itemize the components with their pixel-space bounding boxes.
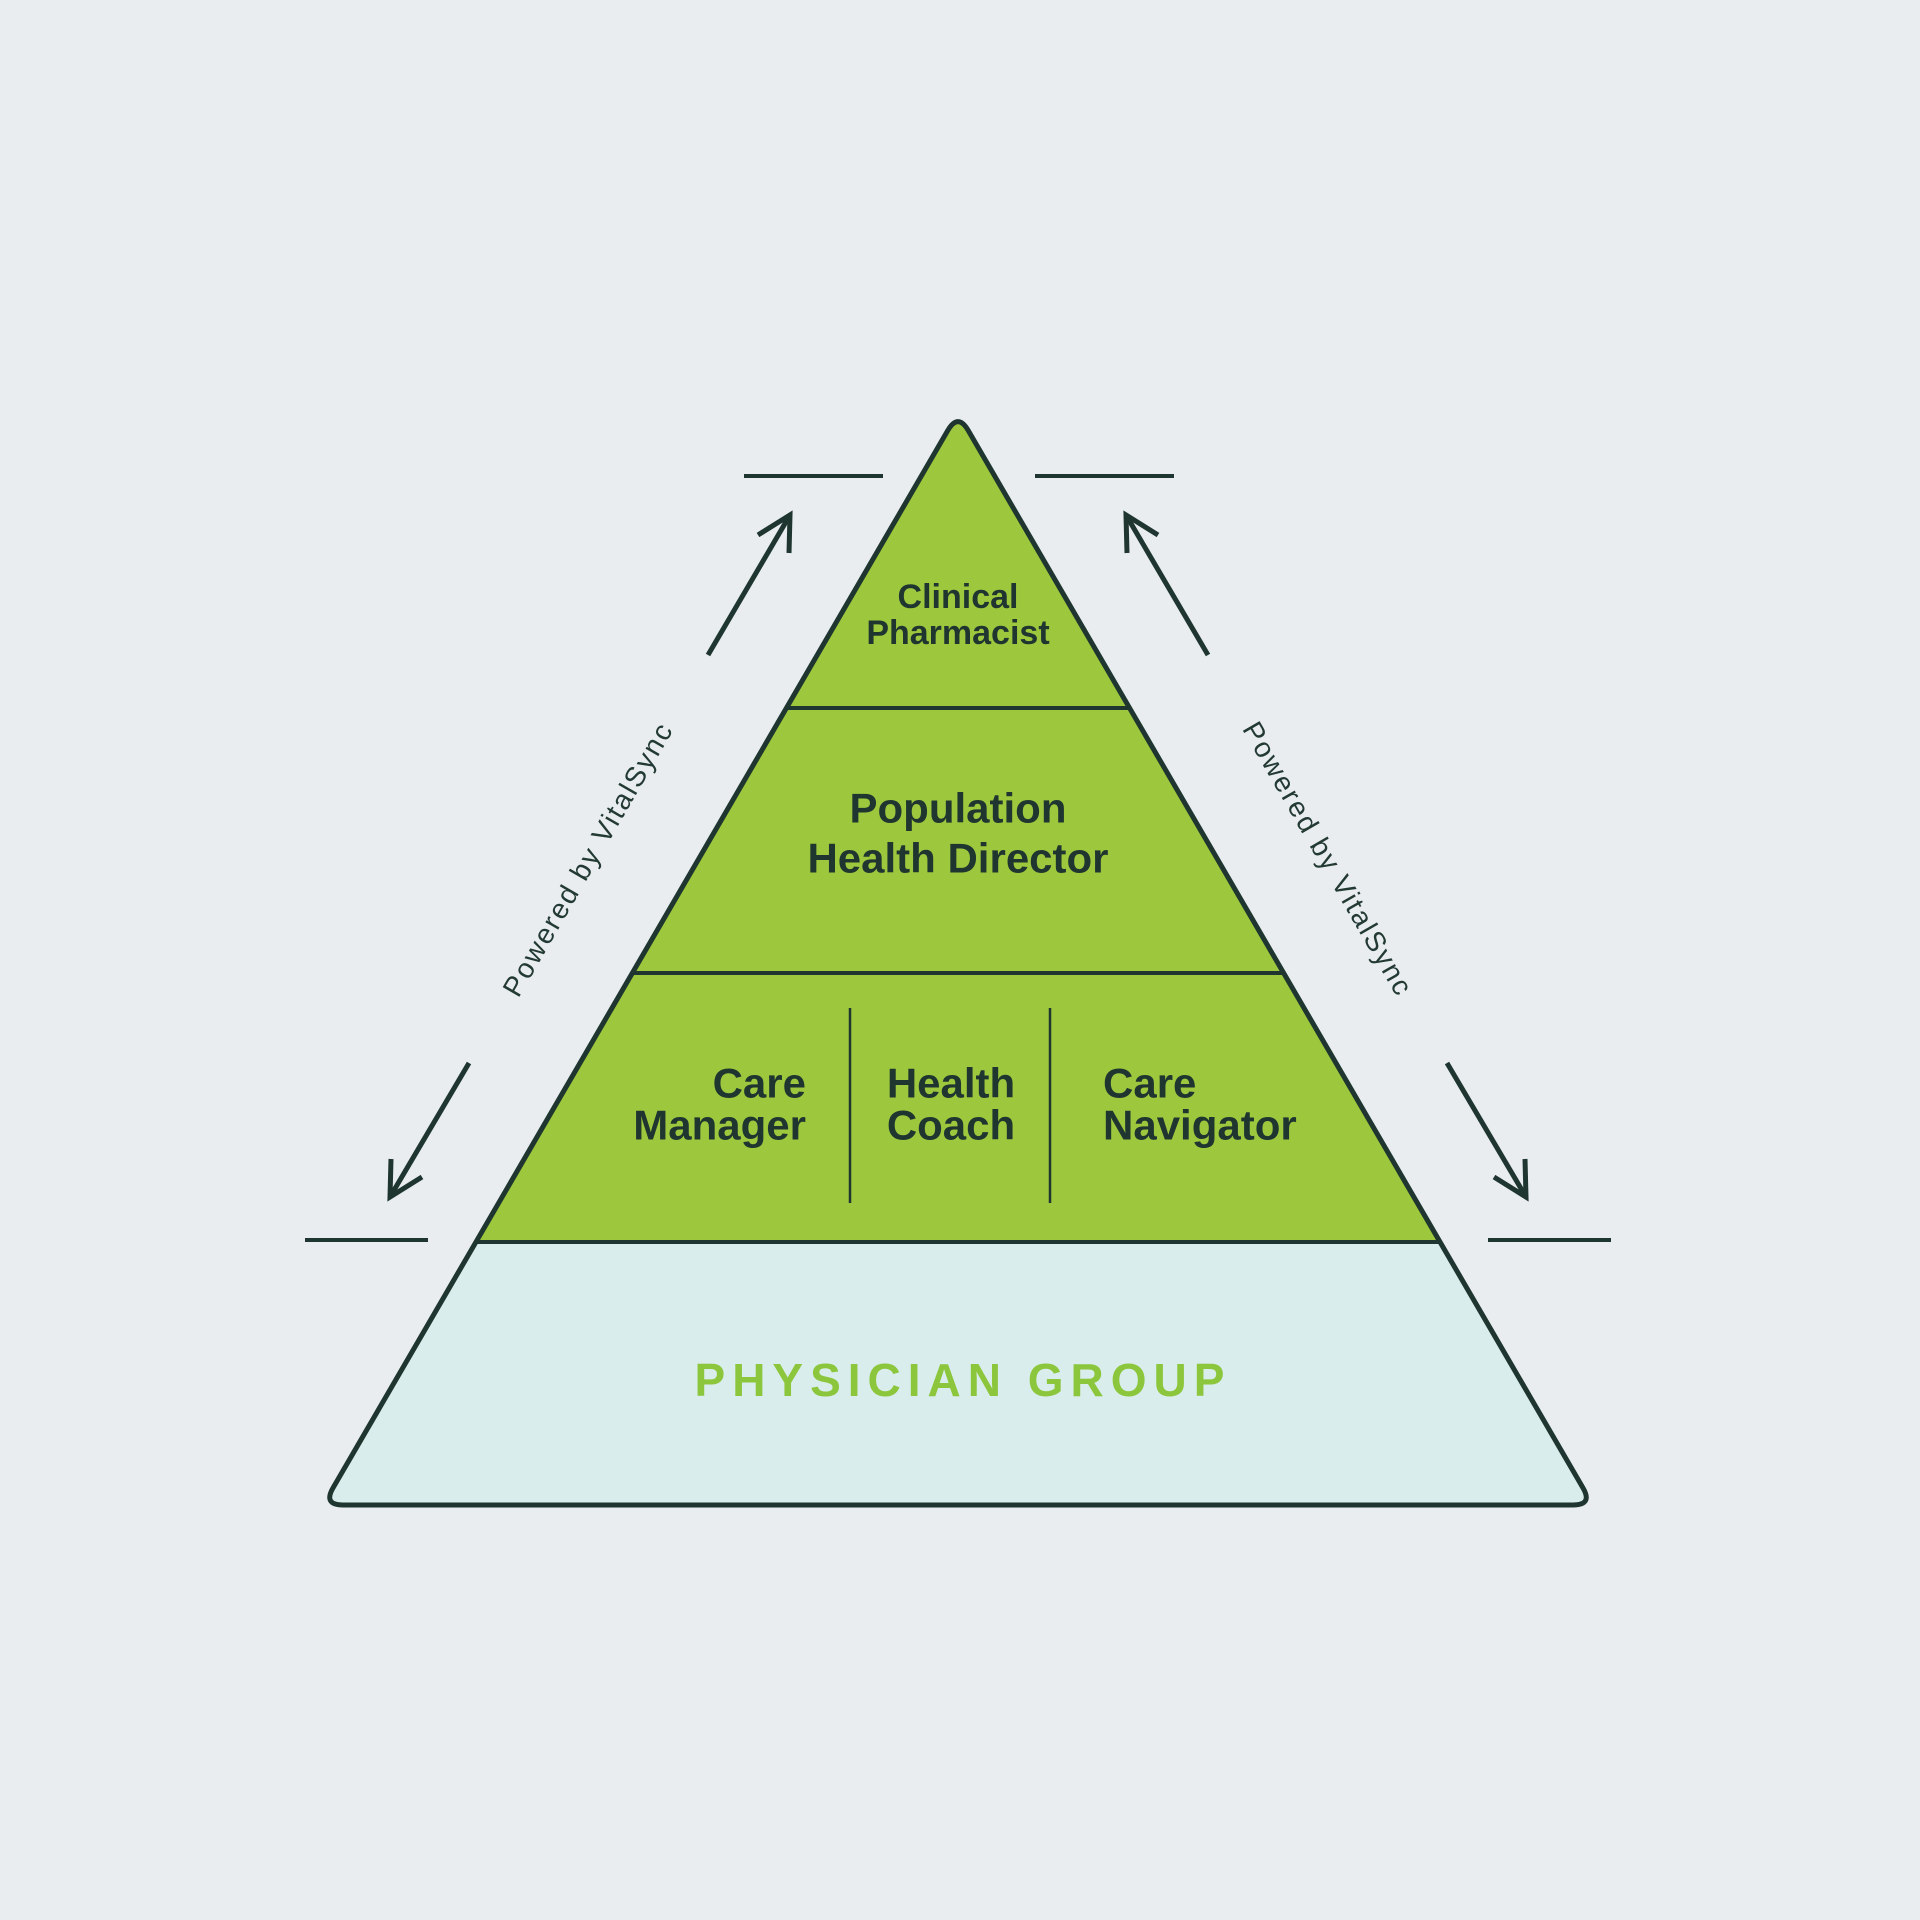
right-arrow-up-head-icon bbox=[1123, 510, 1160, 554]
left-arrow-down-head-icon bbox=[387, 1158, 424, 1202]
cell-care-manager-line1: Care bbox=[713, 1060, 806, 1107]
right-arrow-lower-shaft bbox=[1444, 1061, 1529, 1199]
right-arrow-upper-shaft bbox=[1123, 513, 1211, 657]
left-arrow-upper-shaft bbox=[705, 513, 793, 657]
left-arrow-lower-shaft bbox=[387, 1061, 472, 1199]
level-population-health-director-line2: Health Director bbox=[807, 835, 1108, 882]
cell-care-navigator-line1: Care bbox=[1103, 1060, 1196, 1107]
level-clinical-pharmacist-line1: Clinical bbox=[898, 578, 1019, 616]
left-arrow-up-head-icon bbox=[756, 510, 793, 554]
left-double-arrow bbox=[387, 510, 793, 1202]
cell-health-coach-line1: Health bbox=[887, 1060, 1015, 1107]
cell-health-coach-line2: Coach bbox=[887, 1102, 1015, 1149]
cell-care-navigator-line2: Navigator bbox=[1103, 1102, 1297, 1149]
pyramid-base-blue-fill bbox=[329, 1242, 1587, 1505]
right-arrow-down-head-icon bbox=[1492, 1158, 1529, 1202]
level-physician-group-label: PHYSICIAN GROUP bbox=[695, 1354, 1232, 1406]
pyramid-outline bbox=[327, 419, 1589, 1508]
level-clinical-pharmacist-line2: Pharmacist bbox=[866, 614, 1049, 652]
right-double-arrow bbox=[1123, 510, 1529, 1202]
cell-care-manager-line2: Manager bbox=[633, 1102, 806, 1149]
level-population-health-director-line1: Population bbox=[850, 785, 1067, 832]
